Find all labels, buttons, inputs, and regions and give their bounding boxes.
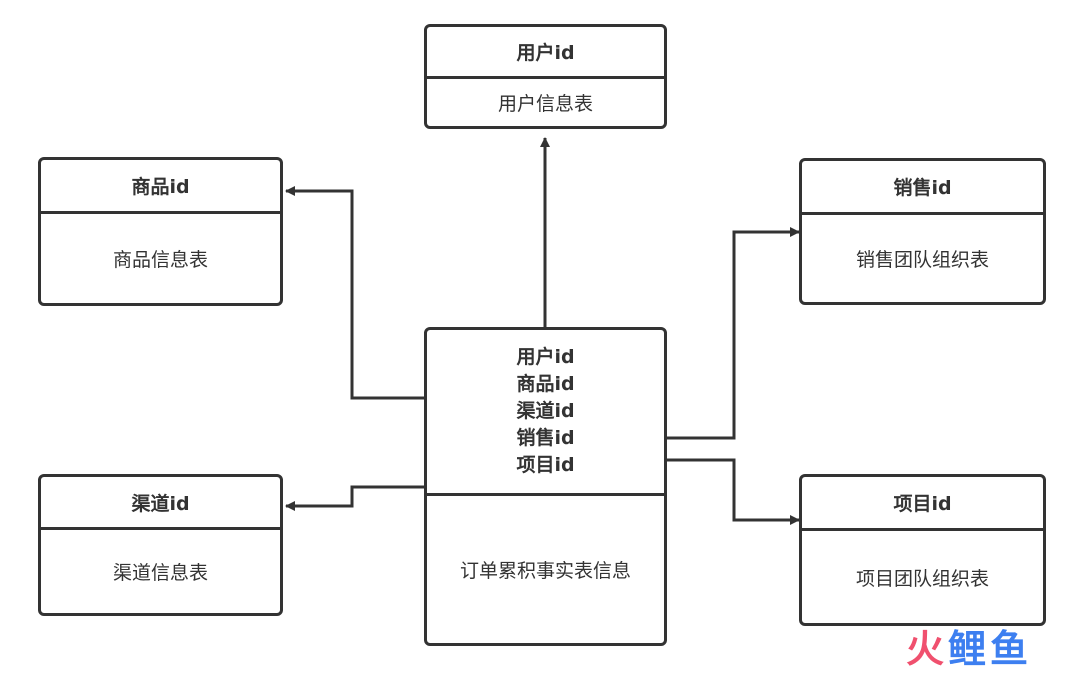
fact-key-product: 商品id [516, 373, 575, 395]
entity-fact-table: 订单累积事实表信息 [459, 560, 631, 582]
entity-product-table: 商品信息表 [112, 249, 208, 271]
entity-sales-table: 销售团队组织表 [855, 249, 989, 271]
entity-fact[interactable]: 用户id 商品id 渠道id 销售id 项目id 订单累积事实表信息 [424, 327, 667, 646]
entity-channel-key: 渠道id [41, 477, 280, 530]
entity-sales-key: 销售id [802, 161, 1043, 215]
fact-key-user: 用户id [516, 346, 575, 368]
entity-sales[interactable]: 销售id 销售团队组织表 [799, 158, 1046, 305]
fact-key-channel: 渠道id [516, 400, 575, 422]
watermark-char-fish: 鱼 [990, 627, 1029, 671]
connector-fact-to-project [667, 458, 800, 525]
entity-channel-table: 渠道信息表 [112, 562, 208, 584]
entity-product-key: 商品id [41, 160, 280, 214]
watermark-char-fire: 火 [906, 627, 945, 671]
entity-user[interactable]: 用户id 用户信息表 [424, 24, 667, 129]
watermark-char-carp: 鲤 [948, 627, 987, 671]
entity-project-table: 项目团队组织表 [855, 567, 989, 590]
connector-fact-to-channel [285, 485, 424, 511]
entity-channel[interactable]: 渠道id 渠道信息表 [38, 474, 283, 616]
entity-product[interactable]: 商品id 商品信息表 [38, 157, 283, 306]
fact-key-sales: 销售id [516, 427, 575, 449]
entity-project-key: 项目id [802, 477, 1043, 531]
entity-project[interactable]: 项目id 项目团队组织表 [799, 474, 1046, 626]
entity-user-key: 用户id [427, 27, 664, 79]
entity-fact-keys: 用户id 商品id 渠道id 销售id 项目id [427, 330, 664, 496]
connector-fact-to-sales [667, 227, 800, 440]
watermark-logo: 火 鲤 鱼 [906, 627, 1066, 671]
fact-key-project: 项目id [516, 454, 575, 476]
entity-user-table: 用户信息表 [497, 93, 593, 115]
connector-fact-to-product [285, 186, 424, 400]
